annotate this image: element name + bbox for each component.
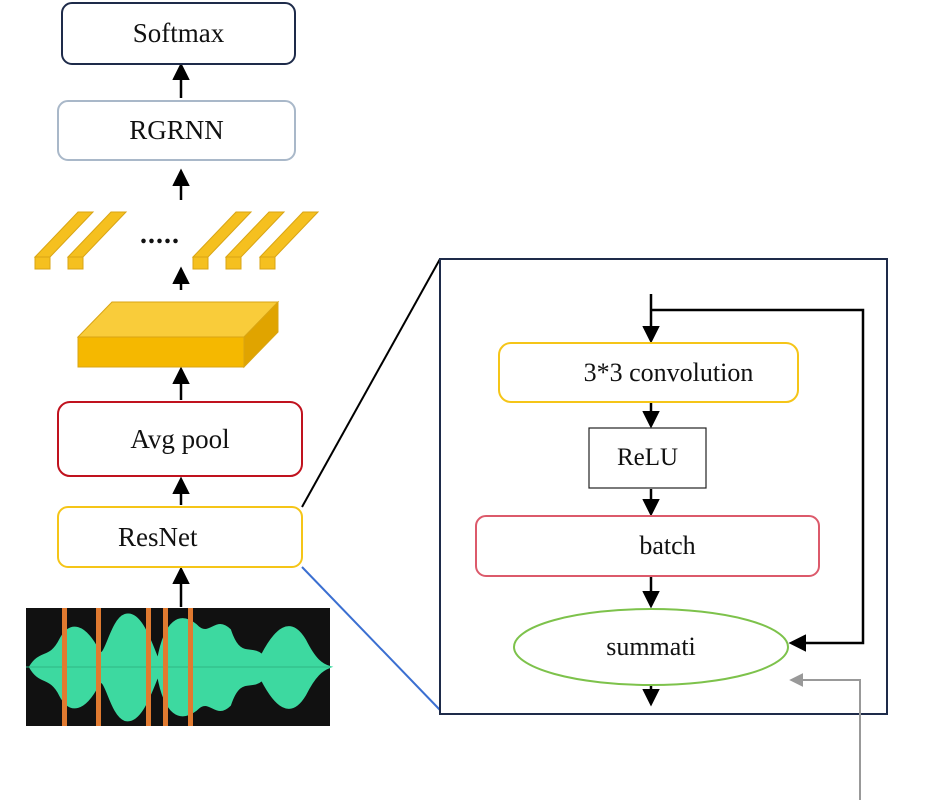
resnet-label: ResNet	[118, 521, 198, 552]
marker-line	[96, 608, 101, 726]
marker-line	[188, 608, 193, 726]
skip-connection	[651, 308, 865, 652]
rgrnn-label: RGRNN	[129, 115, 224, 145]
marker-line	[163, 608, 168, 726]
zoom-line-top	[301, 258, 441, 508]
feature-map-block	[76, 300, 280, 369]
batch-label: batch	[639, 531, 696, 560]
marker-line	[146, 608, 151, 726]
relu-box	[588, 427, 707, 489]
avgpool-box	[57, 401, 303, 477]
batch-box	[475, 515, 820, 577]
softmax-box	[61, 2, 296, 65]
zoom-line-bottom	[301, 566, 441, 711]
resnet-box	[57, 506, 303, 568]
softmax-label: Softmax	[132, 18, 225, 48]
conv-label: 3*3 convolution	[583, 357, 754, 387]
gray-feedback-arrow	[789, 673, 861, 800]
rgrnn-box	[57, 100, 296, 161]
sum-label: summati	[606, 632, 696, 661]
feature-vectors	[33, 211, 320, 270]
ellipsis-label: .....	[140, 219, 180, 250]
avgpool-label: Avg pool	[130, 423, 230, 454]
relu-label: ReLU	[616, 444, 679, 471]
conv-box	[498, 342, 799, 403]
audio-waveform-image	[26, 608, 334, 726]
sum-ellipse	[513, 608, 789, 686]
marker-line	[62, 608, 67, 726]
